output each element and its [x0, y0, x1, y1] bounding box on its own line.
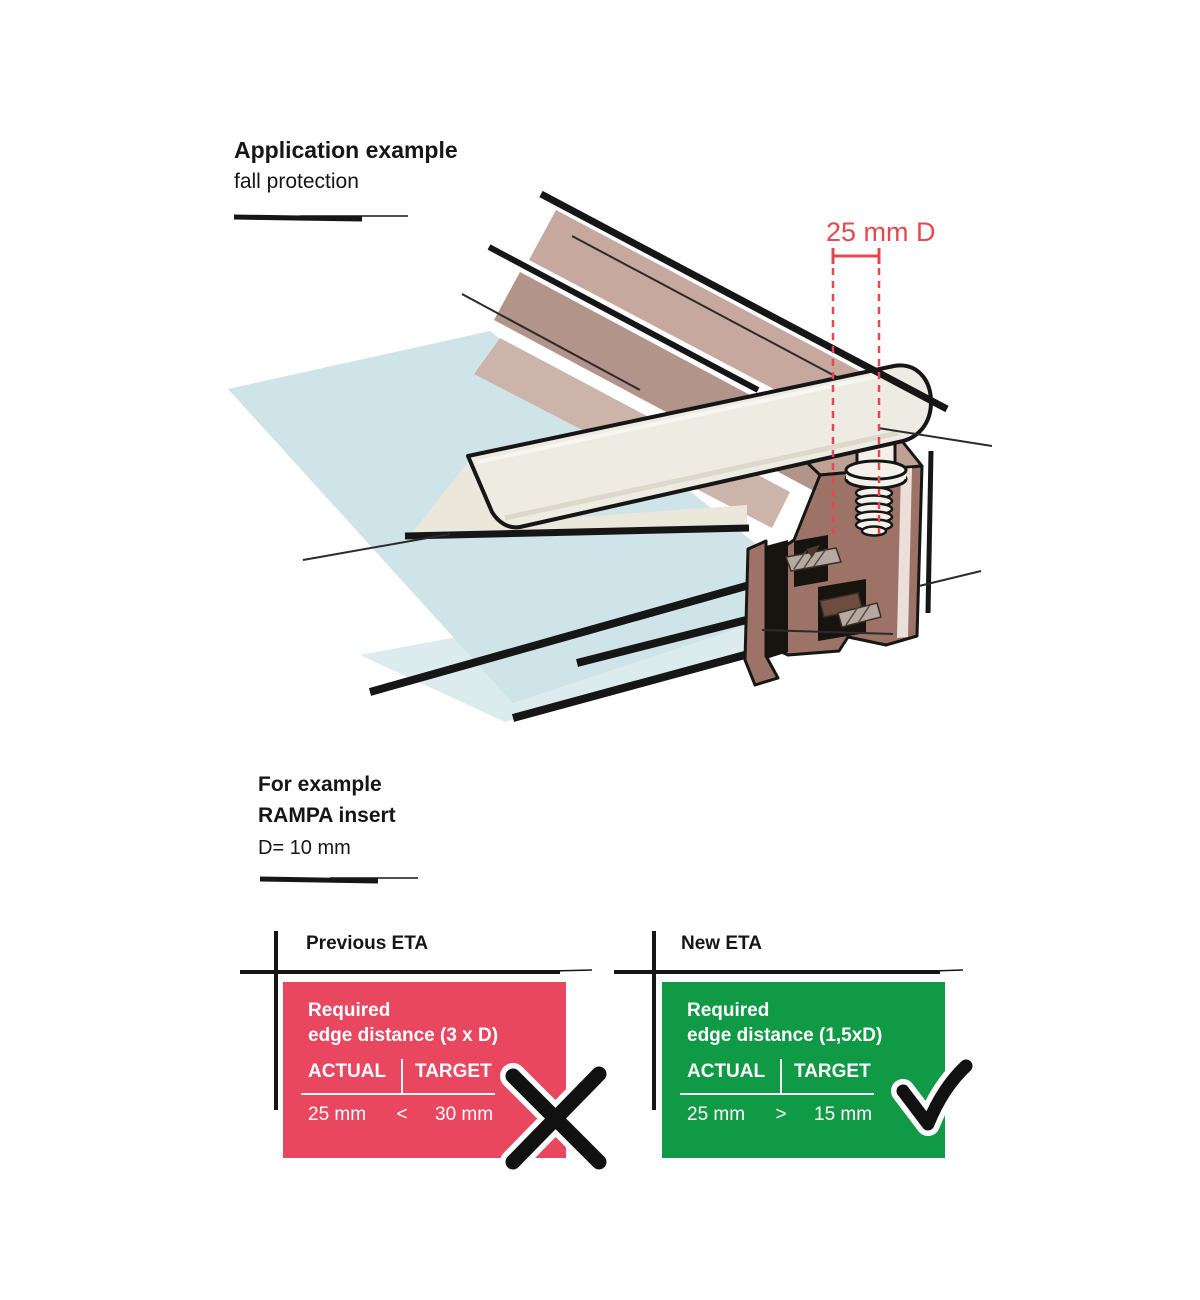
comparator: < — [396, 1104, 408, 1125]
previous-eta-box: Required edge distance (3 x D) ACTUAL TA… — [283, 982, 612, 1175]
values-rule — [680, 1093, 874, 1095]
actual-column-label: ACTUAL — [308, 1061, 387, 1082]
sketch-lines-right — [761, 427, 993, 635]
handrail — [466, 363, 933, 530]
dimension-annotation: 25 mm D — [826, 217, 936, 534]
target-column-label: TARGET — [794, 1061, 871, 1082]
target-column-label: TARGET — [415, 1061, 492, 1082]
requirement-line-2: edge distance (1,5xD) — [687, 1025, 883, 1046]
fastener-clip-lower — [819, 592, 882, 628]
requirement-text: Required edge distance (3 x D) — [308, 998, 498, 1048]
glass-slot — [766, 540, 788, 659]
note-underline — [259, 876, 418, 884]
fastener-clip-upper — [784, 545, 843, 572]
values-rule — [301, 1093, 495, 1095]
requirement-text: Required edge distance (1,5xD) — [687, 998, 882, 1048]
actual-value: 25 mm — [308, 1104, 367, 1125]
target-value: 15 mm — [814, 1104, 873, 1125]
actual-value: 25 mm — [687, 1104, 746, 1125]
glass-edge-lines — [368, 573, 780, 722]
title-underline — [233, 214, 408, 222]
target-value: 30 mm — [435, 1104, 494, 1125]
dimension-label: 25 mm D — [826, 217, 936, 247]
page-subtitle: fall protection — [234, 170, 359, 193]
new-eta-heading: New ETA — [681, 933, 762, 954]
note-line-3: D= 10 mm — [258, 837, 351, 859]
new-eta-box: Required edge distance (1,5xD) ACTUAL TA… — [662, 982, 978, 1158]
page-title: Application example — [234, 137, 458, 163]
comparison-sketch-lines — [240, 931, 964, 1110]
note-line-2: RAMPA insert — [258, 804, 396, 827]
comparator: > — [775, 1104, 787, 1125]
requirement-line-2: edge distance (3 x D) — [308, 1025, 499, 1046]
requirement-line-1: Required — [687, 1000, 770, 1021]
actual-column-label: ACTUAL — [687, 1061, 766, 1082]
column-divider — [780, 1059, 782, 1093]
note-line-1: For example — [258, 773, 382, 796]
requirement-line-1: Required — [308, 1000, 391, 1021]
previous-eta-heading: Previous ETA — [306, 933, 429, 954]
column-divider — [401, 1059, 403, 1093]
